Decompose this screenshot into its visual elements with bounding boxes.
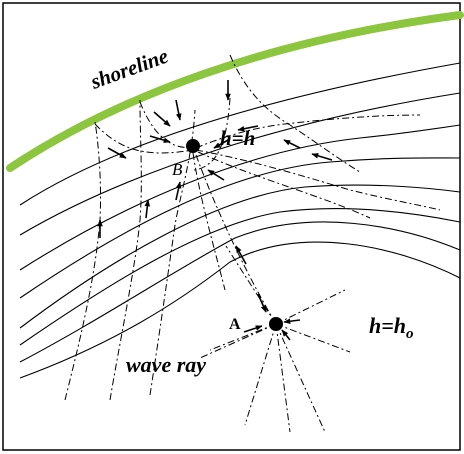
ray-arrow — [175, 181, 182, 201]
wave-ray-label: wave ray — [126, 352, 206, 377]
far-depth-label: h=ho — [369, 313, 414, 342]
ray-arrows — [97, 80, 333, 341]
ray-arrow — [243, 325, 263, 333]
depth-contour — [19, 208, 461, 346]
ray-arrow — [207, 169, 225, 181]
wave-ray — [192, 97, 231, 171]
ray-arrow — [144, 199, 151, 219]
depth-contour — [19, 62, 461, 206]
point-b-label: B — [172, 160, 183, 179]
wave-ray — [94, 123, 194, 154]
wave-ray — [244, 323, 277, 426]
ray-arrow — [107, 147, 127, 159]
shoreline — [6, 11, 464, 172]
ray-arrow — [311, 153, 333, 161]
figure-frame — [2, 2, 461, 451]
depth-contour — [19, 241, 461, 379]
wave-ray — [225, 245, 277, 325]
wave-ray — [109, 99, 142, 401]
ray-arrow — [235, 245, 247, 265]
point-b-marker — [186, 139, 200, 153]
far-depth-subscript: o — [406, 326, 414, 342]
wave-ray — [229, 54, 361, 173]
wave-ray — [192, 152, 226, 291]
depth-contour — [19, 184, 461, 329]
ray-arrow — [281, 329, 291, 341]
wave-ray — [275, 323, 351, 353]
ray-arrow — [149, 135, 171, 143]
near-depth-label: h=h — [220, 126, 255, 150]
wave-ray — [209, 323, 277, 351]
wave-ray — [149, 109, 196, 396]
wave-ray — [64, 121, 102, 401]
ray-arrow — [257, 293, 267, 313]
ray-arrow — [237, 125, 259, 132]
depth-contour — [19, 221, 461, 363]
ray-arrow — [283, 318, 301, 324]
depth-contour — [19, 92, 461, 236]
depth-contour — [19, 157, 461, 299]
wave-ray — [275, 323, 291, 433]
point-a-label: A — [229, 316, 241, 333]
ray-arrow — [213, 139, 229, 149]
wave-ray — [199, 323, 277, 359]
wave-ray — [195, 114, 421, 149]
wave-rays — [64, 54, 441, 433]
ray-arrow — [153, 111, 171, 127]
wave-ray — [275, 289, 346, 325]
wave-ray — [195, 149, 441, 211]
ray-arrow — [283, 139, 301, 149]
ray-arrow — [175, 99, 182, 121]
point-a-marker — [269, 317, 283, 331]
wave-ray — [195, 154, 277, 325]
far-depth-main: h=h — [369, 313, 406, 338]
wave-ray — [275, 323, 326, 433]
